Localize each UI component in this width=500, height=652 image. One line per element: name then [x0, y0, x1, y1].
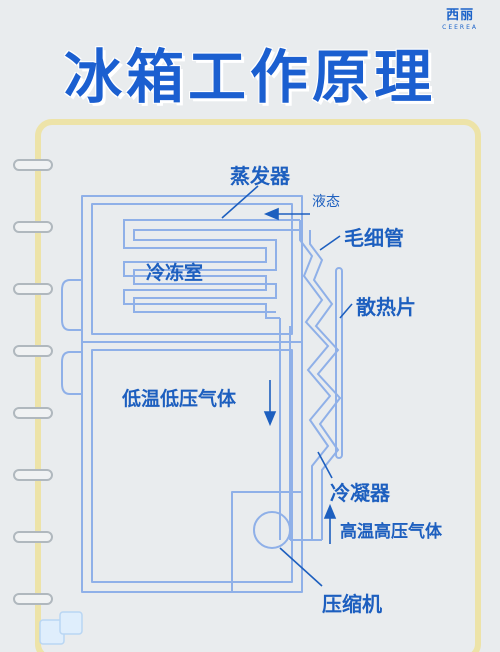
condenser-zigzag [290, 220, 342, 541]
label-capillary: 毛细管 [344, 226, 404, 250]
page-title: 冰箱工作原理 [63, 43, 436, 111]
annotations [221, 185, 353, 587]
pointer-capillary [319, 235, 341, 251]
fridge-compartment [81, 341, 303, 593]
brand-name-en: CEEREA [442, 24, 478, 31]
label-compressor: 压缩机 [322, 592, 382, 616]
label-freezer: 冷冻室 [146, 262, 204, 284]
brand-name-cn: 西丽 [446, 8, 475, 23]
label-evaporator: 蒸发器 [230, 164, 290, 188]
arrow-liquid-head [263, 207, 279, 221]
board-frame [35, 119, 481, 652]
label-fins: 散热片 [356, 295, 416, 319]
pointer-fins [339, 303, 353, 319]
arrow-low-gas-head [263, 411, 277, 427]
label-low-temp-gas: 低温低压气体 [122, 388, 237, 410]
label-high-temp-gas: 高温高压气体 [340, 522, 442, 542]
ice-cube-icon [39, 611, 83, 645]
brand-logo: 西丽 CEEREA [442, 8, 478, 32]
pointer-condenser [317, 451, 333, 479]
heat-fin [335, 267, 343, 459]
label-condenser: 冷凝器 [330, 481, 390, 505]
label-liquid: 液态 [312, 194, 340, 210]
evaporator-coil [123, 219, 300, 540]
binder-rings [13, 159, 53, 605]
arrow-high-gas-head [323, 503, 337, 519]
pointer-evaporator [221, 185, 259, 219]
compressor-body [253, 511, 291, 549]
pointer-compressor [279, 547, 323, 587]
